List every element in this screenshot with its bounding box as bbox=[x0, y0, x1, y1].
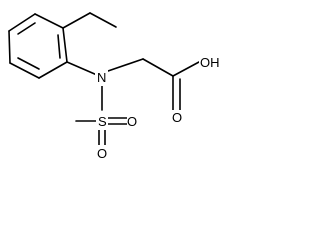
ethyl-bond-1 bbox=[62, 12, 91, 29]
ring-to-nitrogen-bond bbox=[66, 61, 98, 76]
hydroxyl-label-background bbox=[199, 54, 223, 71]
sulfur-label-background bbox=[96, 113, 108, 130]
ring-bond-4 bbox=[38, 61, 68, 79]
oxygen-bottom-label: O bbox=[97, 146, 107, 160]
nitrogen-to-methylene-bond bbox=[107, 58, 144, 72]
carbonyl-oxygen-label-background bbox=[170, 110, 183, 127]
ring-bond-5 bbox=[9, 62, 40, 79]
ring-bond-2 bbox=[34, 13, 64, 29]
nitrogen-label-background bbox=[95, 69, 108, 86]
hydroxyl-label: OH bbox=[200, 55, 220, 70]
benzene-ring bbox=[8, 13, 68, 79]
ring-inner-bond-1 bbox=[17, 22, 36, 35]
carbonyl-oxygen-label: O bbox=[172, 110, 182, 125]
ring-bond-1 bbox=[8, 13, 36, 32]
molecule-canvas: N OH O S O O bbox=[0, 0, 229, 160]
carboxylic-acid-group: OH O bbox=[142, 54, 223, 127]
carbonyl-to-hydroxyl-bond bbox=[172, 61, 200, 77]
ring-bond-3 bbox=[62, 27, 68, 63]
sulfonyl-group: S O O bbox=[75, 113, 139, 160]
structure-diagram: N OH O S O O bbox=[8, 12, 223, 160]
ring-inner-bond-2 bbox=[57, 34, 61, 59]
nitrogen-label: N bbox=[97, 70, 106, 85]
methylene-to-carbonyl-bond bbox=[142, 58, 174, 77]
oxygen-right-label: O bbox=[127, 114, 137, 129]
oxygen-right-label-background bbox=[127, 113, 139, 130]
nitrogen-center: N bbox=[66, 58, 144, 111]
ethyl-bond-2 bbox=[89, 12, 117, 28]
oxygen-bottom-label-background bbox=[96, 145, 108, 160]
ring-bond-6 bbox=[8, 30, 11, 64]
sulfur-label: S bbox=[98, 114, 107, 129]
ring-inner-bond-3 bbox=[17, 57, 40, 70]
ethyl-group bbox=[62, 12, 117, 29]
